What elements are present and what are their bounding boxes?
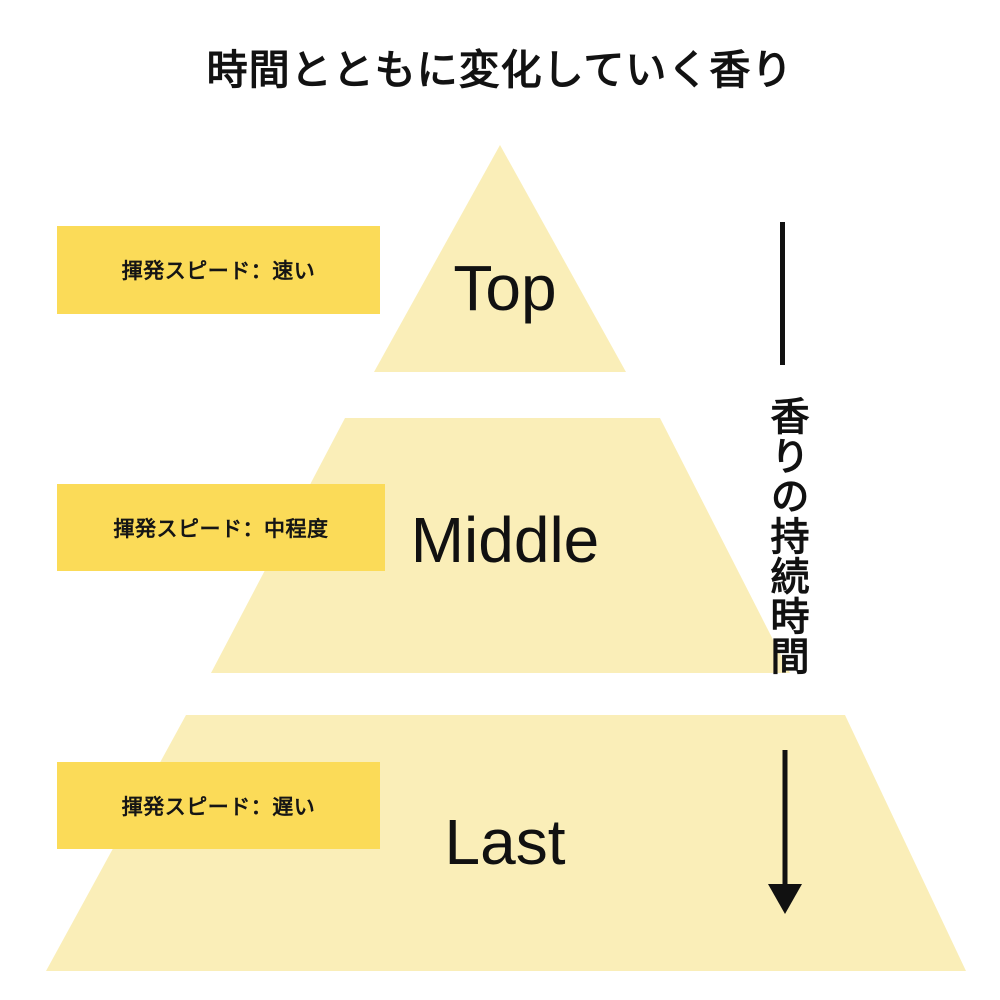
pyramid-tier-middle-shape	[211, 418, 790, 673]
volatility-chip-top-label: 揮発スピード：速い	[121, 260, 316, 283]
pyramid-tier-last-label: Last	[444, 806, 566, 878]
pyramid-tier-middle-label: Middle	[410, 504, 600, 576]
volatility-chip-last: 揮発スピード：遅い	[57, 762, 380, 849]
down-arrow-icon	[768, 750, 802, 914]
volatility-chip-middle: 揮発スピード：中程度	[57, 484, 385, 571]
pyramid-tier-top-shape	[374, 145, 626, 372]
volatility-chip-top: 揮発スピード：速い	[57, 226, 380, 314]
pyramid-tier-top-label: Top	[453, 252, 557, 324]
volatility-chip-middle-label: 揮発スピード：中程度	[113, 517, 329, 541]
duration-axis-caption: 香りの持続時間	[765, 396, 808, 676]
volatility-chip-last-label: 揮発スピード：遅い	[121, 795, 316, 819]
page-title: 時間とともに変化していく香り	[206, 47, 794, 93]
duration-axis-rule	[780, 222, 785, 365]
